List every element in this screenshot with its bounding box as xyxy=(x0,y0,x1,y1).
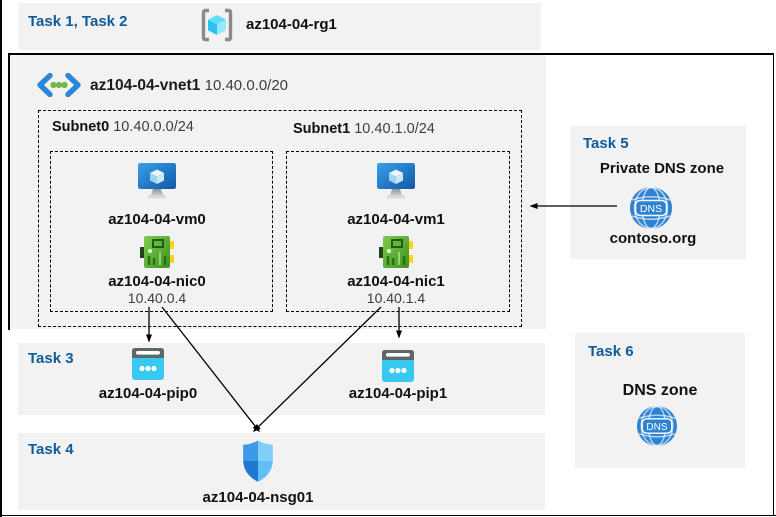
dns-icon-text: DNS xyxy=(646,422,667,433)
pip0-label: az104-04-pip0 xyxy=(98,385,198,402)
nsg-shield-icon xyxy=(242,439,274,483)
virtual-network-icon xyxy=(37,73,81,97)
dns-globe-icon: DNS xyxy=(636,405,678,447)
subnet0-title: Subnet0 10.40.0.0/24 xyxy=(52,119,194,135)
nic0-label: az104-04-nic0 xyxy=(108,273,206,290)
vnet-region xyxy=(9,55,546,329)
resource-group-name: az104-04-rg1 xyxy=(246,16,337,33)
container-left-border xyxy=(8,53,10,330)
public-ip-icon xyxy=(382,350,414,382)
container-top-border xyxy=(8,53,774,55)
task-1-2-label: Task 1, Task 2 xyxy=(28,13,128,30)
private-dns-zone-name: contoso.org xyxy=(609,230,697,247)
header-strip xyxy=(18,3,541,50)
vnet-title: az104-04-vnet1 10.40.0.0/20 xyxy=(90,77,288,95)
subnet0-cidr: 10.40.0.0/24 xyxy=(113,119,194,135)
subnet1-name: Subnet1 xyxy=(293,121,351,137)
container-right-border xyxy=(772,53,774,515)
private-dns-zone-title: Private DNS zone xyxy=(599,160,725,177)
virtual-machine-icon xyxy=(376,161,416,201)
task6-label: Task 6 xyxy=(588,343,634,360)
virtual-machine-icon xyxy=(137,161,177,201)
subnet1-cidr: 10.40.1.0/24 xyxy=(354,121,435,137)
vnet-name: az104-04-vnet1 xyxy=(90,77,201,94)
subnet1-title: Subnet1 10.40.1.0/24 xyxy=(293,121,435,137)
page-left-border xyxy=(0,0,2,517)
task3-strip xyxy=(18,343,545,415)
network-interface-icon xyxy=(379,234,413,270)
task4-strip xyxy=(18,433,545,510)
task3-label: Task 3 xyxy=(28,350,74,367)
nic1-ip: 10.40.1.4 xyxy=(366,290,426,306)
nic0-ip: 10.40.0.4 xyxy=(127,290,187,306)
vm1-label: az104-04-vm1 xyxy=(347,211,445,228)
resource-group-icon xyxy=(199,7,235,43)
task4-label: Task 4 xyxy=(28,441,74,458)
task5-label: Task 5 xyxy=(583,135,629,152)
network-interface-icon xyxy=(140,234,174,270)
subnet1-dashed-box xyxy=(286,151,510,312)
dns-icon-text: DNS xyxy=(640,203,662,215)
vnet-cidr: 10.40.0.0/20 xyxy=(204,77,289,94)
dns-globe-icon: DNS xyxy=(629,186,673,230)
nic1-label: az104-04-nic1 xyxy=(347,273,445,290)
dns-zone-title: DNS zone xyxy=(622,382,698,399)
page-bottom-border xyxy=(0,514,776,516)
public-ip-icon xyxy=(132,348,164,380)
vm0-label: az104-04-vm0 xyxy=(108,211,206,228)
subnet0-name: Subnet0 xyxy=(52,119,110,135)
pip1-label: az104-04-pip1 xyxy=(348,385,448,402)
nsg-label: az104-04-nsg01 xyxy=(202,489,314,506)
